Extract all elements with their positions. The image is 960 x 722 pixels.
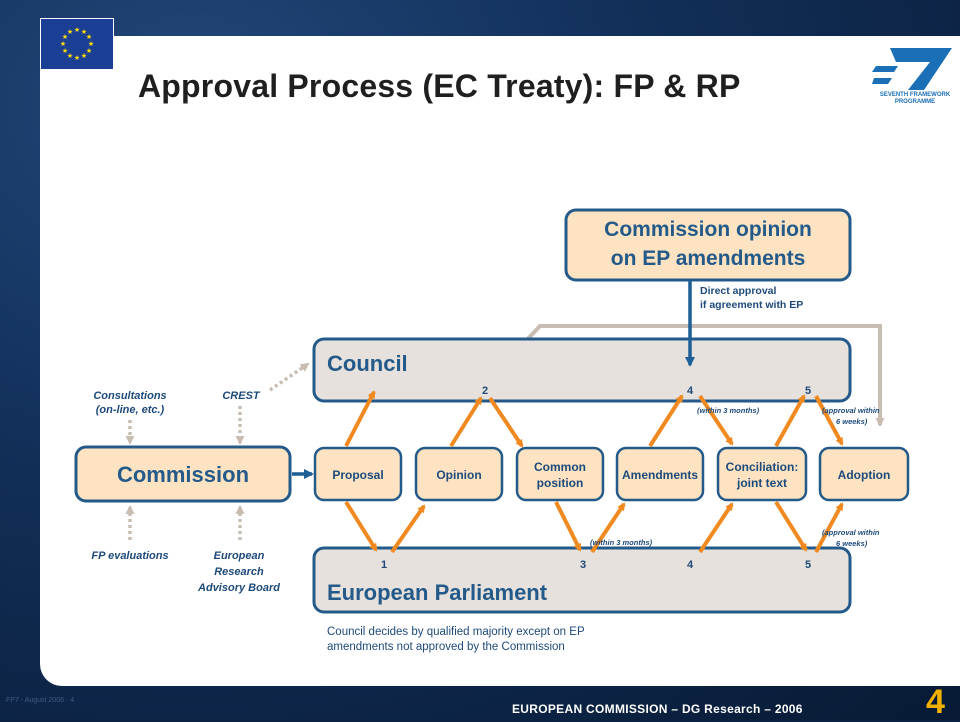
stage-proposal: Proposal — [313, 446, 403, 502]
input-consultations-line-1: Consultations — [93, 390, 166, 402]
footer-left-text: FP7 - August 2006 · 4 — [6, 697, 75, 704]
orange-flow-arrows — [344, 390, 844, 554]
stage-conciliation: Conciliation: joint text — [716, 446, 808, 502]
svg-text:★: ★ — [86, 47, 92, 55]
input-consultations-line-2: (on-line, etc.) — [96, 404, 165, 416]
council-label: Council — [327, 351, 408, 376]
svg-text:★: ★ — [81, 52, 87, 60]
svg-text:Amendments: Amendments — [622, 468, 698, 482]
svg-text:★: ★ — [67, 52, 73, 60]
note-council-approval-1: (approval within — [822, 406, 880, 415]
svg-text:★: ★ — [74, 26, 80, 34]
ep-step-3: 3 — [580, 559, 586, 571]
parliament-label: European Parliament — [327, 580, 548, 605]
svg-text:position: position — [537, 476, 584, 490]
direct-approval-line-2: if agreement with EP — [700, 299, 803, 311]
svg-text:Opinion: Opinion — [436, 468, 481, 482]
council-step-2: 2 — [482, 385, 488, 397]
svg-text:★: ★ — [74, 54, 80, 62]
input-crest: CREST — [222, 390, 261, 402]
input-eurab-line-3: Advisory Board — [197, 582, 280, 594]
commission-box: Commission — [74, 445, 292, 503]
footnote-line-2: amendments not approved by the Commissio… — [327, 641, 565, 653]
svg-text:★: ★ — [60, 40, 66, 48]
ep-step-1: 1 — [381, 559, 387, 571]
note-ep-approval-2: 6 weeks) — [836, 539, 868, 548]
svg-text:★: ★ — [62, 33, 68, 41]
direct-approval-line-1: Direct approval — [700, 285, 777, 297]
stage-adoption: Adoption — [818, 446, 910, 502]
note-ep-within: (within 3 months) — [590, 538, 653, 547]
svg-text:★: ★ — [81, 28, 87, 36]
opinion-box-line-2: on EP amendments — [611, 247, 806, 270]
input-arrows — [125, 362, 310, 540]
page-number: 4 — [926, 683, 945, 721]
svg-text:★: ★ — [86, 33, 92, 41]
input-eurab-line-2: Research — [214, 566, 264, 578]
council-step-5: 5 — [805, 385, 811, 397]
fp7-logo — [872, 46, 958, 106]
stage-amendments: Amendments — [615, 446, 705, 502]
ep-step-5: 5 — [805, 559, 811, 571]
svg-text:★: ★ — [62, 47, 68, 55]
svg-text:joint text: joint text — [736, 476, 787, 490]
footer-text: EUROPEAN COMMISSION – DG Research – 2006 — [512, 702, 803, 716]
stage-common-position: Common position — [515, 446, 605, 502]
svg-text:Proposal: Proposal — [332, 468, 383, 482]
svg-text:Conciliation:: Conciliation: — [726, 460, 799, 474]
eu-flag-logo: ★★★ ★★★ ★★★ ★★★ — [40, 18, 114, 70]
note-ep-approval-1: (approval within — [822, 528, 880, 537]
opinion-box-line-1: Commission opinion — [604, 218, 812, 241]
parliament-band: European Parliament — [312, 546, 852, 614]
fp7-logo-text: SEVENTH FRAMEWORK PROGRAMME — [879, 92, 951, 105]
svg-text:★: ★ — [88, 40, 94, 48]
council-step-4: 4 — [687, 385, 694, 397]
council-band: Council — [312, 337, 852, 403]
svg-text:Common: Common — [534, 460, 586, 474]
input-eurab-line-1: European — [214, 550, 265, 562]
note-council-within: (within 3 months) — [697, 406, 760, 415]
input-fp-evaluations: FP evaluations — [91, 550, 168, 562]
commission-label: Commission — [117, 462, 249, 487]
footnote-line-1: Council decides by qualified majority ex… — [327, 626, 585, 638]
ep-step-4: 4 — [687, 559, 694, 571]
stage-opinion: Opinion — [414, 446, 504, 502]
note-council-approval-2: 6 weeks) — [836, 417, 868, 426]
commission-opinion-box: Commission opinion on EP amendments — [564, 208, 852, 282]
slide-title: Approval Process (EC Treaty): FP & RP — [138, 68, 741, 104]
svg-text:Adoption: Adoption — [838, 468, 891, 482]
svg-text:★: ★ — [67, 28, 73, 36]
